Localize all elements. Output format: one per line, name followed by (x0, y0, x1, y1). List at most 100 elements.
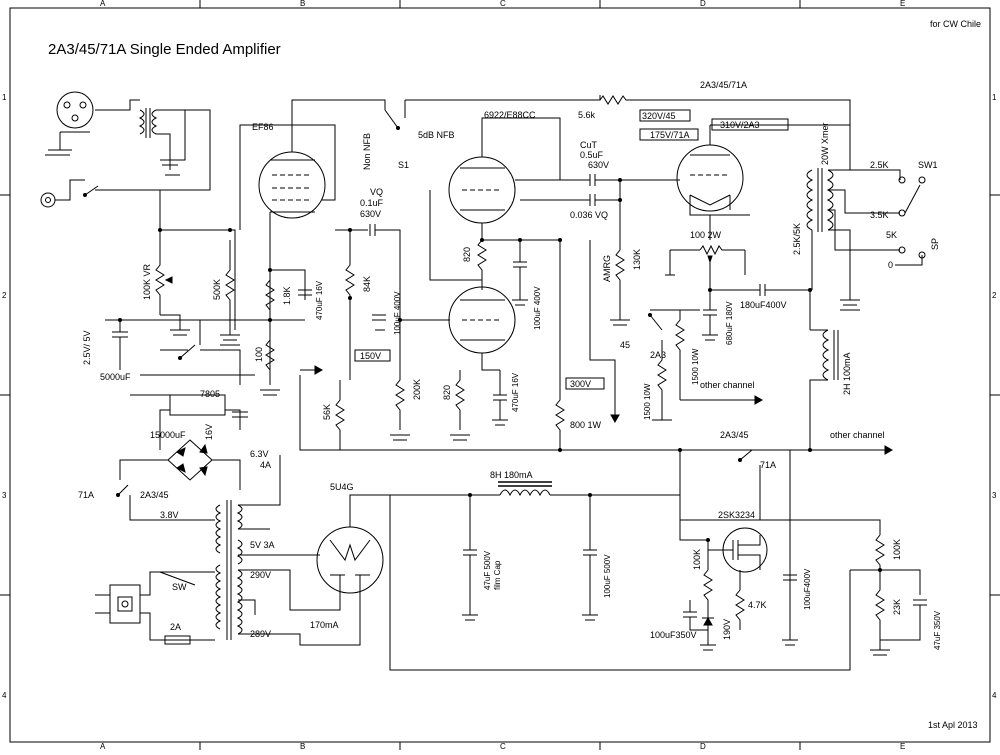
xmer-label: 20W Xmer (820, 122, 830, 165)
power-switch-icon[interactable] (159, 571, 196, 586)
cap-100uf-400v-b (512, 240, 528, 306)
r-100k-m-label: 100K (692, 549, 702, 570)
c-680uf-label: 680uF 180V (725, 301, 734, 345)
c-47uf-film-label: film Cap (493, 560, 502, 590)
output-tube-icon (676, 125, 750, 216)
6922-upper-tube-icon (448, 156, 516, 224)
choke-2h-icon (809, 290, 839, 450)
filament-supply (105, 319, 255, 450)
schematic-title: 2A3/45/71A Single Ended Amplifier (48, 41, 281, 58)
resistor-130k (610, 249, 630, 326)
r-820b-label: 820 (442, 385, 452, 400)
cap-470uf-b (492, 370, 508, 426)
rca-input-icon (40, 179, 161, 260)
ef86-tube-icon (258, 151, 326, 219)
row-label-right: 2 (992, 291, 997, 300)
6922-wiring (429, 117, 590, 281)
col-label-top: C (500, 0, 506, 8)
amrg-label: AMRG (602, 255, 612, 282)
vq-label: VQ (370, 187, 383, 197)
col-label-top: B (300, 0, 305, 8)
t2a3-label: 2A3 (650, 350, 666, 360)
c-100uf-b-label: 100uF 400V (533, 286, 542, 330)
5u4g-label: 5U4G (330, 482, 354, 492)
v320-label: 320V/45 (642, 111, 676, 121)
output-wiring (665, 100, 851, 276)
r-56k-label: 56K (322, 404, 332, 420)
c-05-630v-label: 630V (588, 160, 609, 170)
choke-8h-icon (470, 481, 680, 497)
output-transformer-icon (806, 168, 901, 306)
cut-label: CuT (580, 140, 598, 150)
date-text: 1st Apl 2013 (928, 720, 978, 730)
col-label-bottom: D (700, 742, 706, 750)
reg-7805-label: 7805 (200, 389, 220, 399)
r-800-label: 800 1W (570, 420, 602, 430)
c-036-label: 0.036 VQ (570, 210, 608, 220)
sp-label: SP (930, 238, 940, 250)
col-label-bottom: B (300, 742, 305, 750)
output-tube-top-label: 2A3/45/71A (700, 80, 747, 90)
ground-symbols (45, 154, 860, 346)
choke-8h-label: 8H 180mA (490, 470, 533, 480)
6922-label: 6922/E88CC (484, 110, 536, 120)
sel-71a-label: 71A (760, 460, 776, 470)
credit-text: for CW Chile (930, 19, 981, 29)
power-transformer-icon (215, 455, 361, 646)
ef86-wiring (160, 99, 386, 385)
speaker-taps (895, 176, 926, 266)
other-channel-1-label: other channel (700, 380, 755, 390)
v320-box (639, 109, 691, 122)
fuse-icon (164, 635, 191, 645)
filament-select-71a (116, 484, 215, 521)
tap-25k-label: 2.5K (870, 160, 889, 170)
c-5000uf-label: 5000uF (100, 372, 131, 382)
cap-680uf (702, 290, 718, 341)
other-channel-2-label: other channel (830, 430, 885, 440)
sw-label: SW (172, 582, 187, 592)
c-47uf-label: 47uF 500V (483, 550, 492, 590)
resistor-100k-m (703, 569, 713, 620)
5u4g-tube-icon (316, 494, 470, 594)
row-label-left: 1 (2, 93, 7, 102)
t71a-label: 71A (78, 490, 94, 500)
v300-label: 300V (570, 379, 591, 389)
resistor-500k (220, 240, 240, 341)
c-180uf-label: 180uF400V (740, 300, 787, 310)
row-label-left: 4 (2, 691, 7, 700)
nfb-5db-label: 5dB NFB (418, 130, 455, 140)
c-47uf-350v-label: 47uF 350V (933, 610, 942, 650)
volume-pot (155, 260, 190, 336)
row-label-left: 3 (2, 491, 7, 500)
filament-select-45-2a3 (648, 309, 700, 421)
c-100uf-400v-label: 100uF 400V (393, 291, 402, 335)
mosfet-label: 2SK3234 (718, 510, 755, 520)
v150-box (354, 349, 391, 362)
zener-label: 190V (722, 619, 732, 640)
r-100-label: 100 (254, 347, 264, 362)
c-630v-label: 630V (360, 209, 381, 219)
c-100uf-500v-label: 100uF 500V (603, 554, 612, 598)
r-1500a-label: 1500 10W (691, 348, 700, 385)
hum-pot-100-2w (699, 244, 745, 264)
zener-190v (702, 616, 714, 645)
cap-470uf-16v (298, 289, 312, 296)
col-label-bottom: C (500, 742, 506, 750)
sel-2a345-label: 2A3/45 (720, 430, 749, 440)
6922-lower-tube-icon (448, 286, 516, 354)
junction-dots (118, 178, 882, 572)
v289-label: 289V (250, 629, 271, 639)
t2a345-label: 2A3/45 (140, 490, 169, 500)
v175-box (639, 128, 699, 141)
r-23k-label: 23K (892, 599, 902, 615)
xlr-input-icon (48, 91, 140, 156)
v150-label: 150V (360, 351, 381, 361)
c-470uf-label: 470uF 16V (315, 280, 324, 320)
row-label-right: 1 (992, 93, 997, 102)
c-100uf-400v-c-label: 100uF400V (803, 568, 812, 610)
resistor-56k (335, 380, 345, 450)
volume-label: 100K VR (142, 263, 152, 300)
bias-divider (389, 495, 927, 671)
